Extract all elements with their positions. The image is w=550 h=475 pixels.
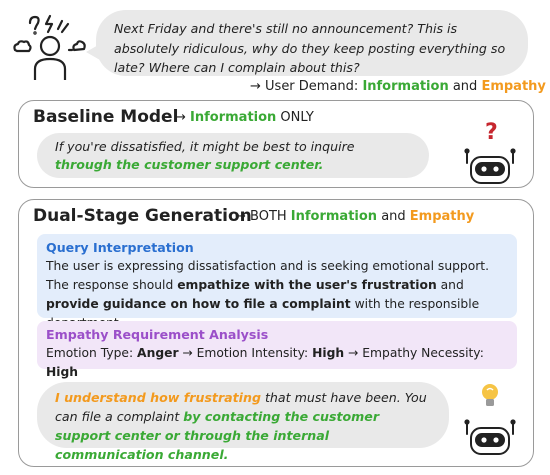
query-interpretation-title: Query Interpretation [46, 240, 194, 255]
dual-stage-panel: Dual-Stage Generation → BOTH Information… [18, 199, 534, 467]
user-query-text: Next Friday and there's still no announc… [114, 21, 506, 76]
dual-response-bubble: I understand how frustrating that must h… [37, 382, 449, 462]
user-demand: → User Demand: Information and Empathy [250, 79, 546, 94]
lightbulb-icon [482, 384, 498, 406]
query-interpretation-box: Query Interpretation The user is express… [37, 234, 517, 330]
baseline-scope: → Information ONLY [175, 110, 314, 125]
robot-icon [464, 384, 516, 455]
frustrated-user-icon [13, 14, 86, 80]
baseline-panel: Baseline Model → Information ONLY If you… [18, 100, 534, 188]
dual-scope: → BOTH Information and Empathy [235, 209, 475, 224]
query-interpretation-text: The user is expressing dissatisfaction a… [46, 259, 490, 330]
empathy-requirement-text: Emotion Type: Anger → Emotion Intensity:… [46, 346, 484, 379]
question-mark-icon: ? [485, 120, 498, 145]
robot-icon: ? [464, 120, 516, 184]
demand-information: Information [362, 79, 449, 94]
demand-empathy: Empathy [481, 79, 546, 94]
empathy-requirement-title: Empathy Requirement Analysis [46, 327, 269, 342]
baseline-response-bubble: If you're dissatisfied, it might be best… [37, 133, 429, 178]
user-query-bubble: Next Friday and there's still no announc… [96, 10, 528, 76]
dual-title: Dual-Stage Generation [33, 206, 252, 226]
empathy-requirement-box: Empathy Requirement Analysis Emotion Typ… [37, 321, 517, 379]
baseline-title: Baseline Model [33, 107, 179, 127]
